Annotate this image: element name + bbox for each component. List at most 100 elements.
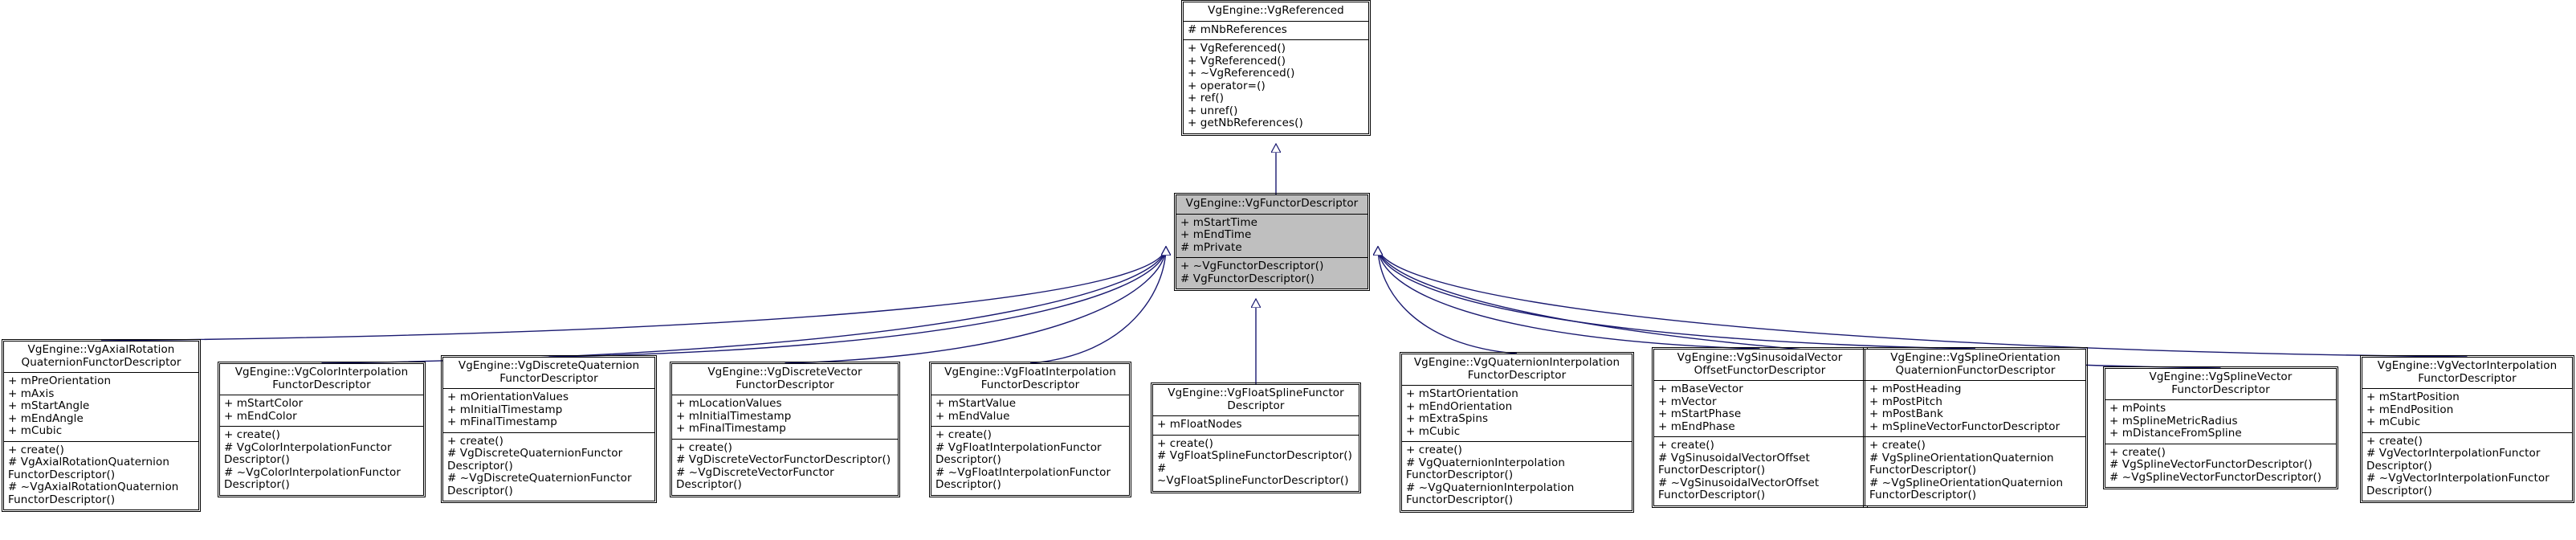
- class-node-vgreferenced[interactable]: VgEngine::VgReferenced# mNbReferences+ V…: [1181, 0, 1371, 136]
- class-attribute: + mVector: [1658, 395, 1717, 408]
- class-operation: + getNbReferences(): [1188, 117, 1303, 129]
- class-node-attributes: + mStartOrientation+ mEndOrientation+ mE…: [1402, 386, 1632, 442]
- inheritance-edge: [785, 247, 1167, 364]
- class-operation: # ~VgSinusoidalVectorOffset: [1658, 476, 1820, 489]
- class-node-title: VgEngine::VgReferenced: [1184, 2, 1368, 22]
- class-node-vgfloatinterpolation[interactable]: VgEngine::VgFloatInterpolation FunctorDe…: [929, 362, 1131, 497]
- class-operation: # ~VgFloatInterpolationFunctor: [935, 465, 1111, 479]
- class-node-vgsplinevector[interactable]: VgEngine::VgSplineVector FunctorDescript…: [2103, 366, 2338, 489]
- class-node-vgvectorinterpolation[interactable]: VgEngine::VgVectorInterpolation FunctorD…: [2360, 355, 2574, 503]
- inheritance-edge: [100, 247, 1166, 342]
- class-operation: # VgFloatSplineFunctorDescriptor(): [1157, 449, 1352, 462]
- class-operation: Descriptor(): [224, 453, 290, 466]
- class-node-vgaxialrotationquaternion[interactable]: VgEngine::VgAxialRotation QuaternionFunc…: [2, 339, 201, 512]
- class-attribute: + mInitialTimestamp: [447, 403, 563, 416]
- class-operation: + create(): [224, 428, 280, 441]
- class-operation: # VgDiscreteVectorFunctorDescriptor(): [676, 453, 891, 466]
- class-node-vgsplineorientationquaternion[interactable]: VgEngine::VgSplineOrientation Quaternion…: [1863, 347, 2088, 508]
- class-operation: FunctorDescriptor(): [8, 493, 116, 506]
- class-operation: + ~VgReferenced(): [1188, 67, 1295, 80]
- class-operation: + VgReferenced(): [1188, 54, 1286, 68]
- class-node-title: VgEngine::VgDiscreteQuaternion FunctorDe…: [443, 358, 654, 389]
- class-attribute: + mEndPosition: [2366, 403, 2454, 416]
- class-operation: Descriptor(): [447, 459, 513, 472]
- class-operation: # VgAxialRotationQuaternion: [8, 456, 170, 468]
- class-attribute: + mEndAngle: [8, 411, 84, 425]
- class-operation: + create(): [8, 443, 64, 456]
- class-operation: Descriptor(): [935, 453, 1001, 466]
- class-attribute: + mStartPhase: [1658, 407, 1742, 420]
- class-attribute: + mPreOrientation: [8, 374, 112, 387]
- class-attribute: # mNbReferences: [1188, 22, 1287, 36]
- class-attribute: + mSplineVectorFunctorDescriptor: [1869, 419, 2060, 433]
- class-operation: # ~VgQuaternionInterpolation: [1406, 481, 1575, 494]
- class-operation: + create(): [2366, 434, 2423, 448]
- class-attribute: + mSplineMetricRadius: [2109, 414, 2238, 428]
- class-node-operations: + ~VgFunctorDescriptor()# VgFunctorDescr…: [1176, 258, 1367, 288]
- class-operation: FunctorDescriptor(): [1406, 493, 1514, 506]
- class-attribute: + mCubic: [2366, 415, 2421, 428]
- class-operation: # VgColorInterpolationFunctor: [224, 440, 392, 454]
- class-operation: Descriptor(): [935, 478, 1001, 491]
- class-node-vgsinusoidalvectoroffset[interactable]: VgEngine::VgSinusoidalVector OffsetFunct…: [1652, 347, 1868, 508]
- class-node-operations: + VgReferenced()+ VgReferenced()+ ~VgRef…: [1184, 40, 1368, 133]
- class-operation: # VgFunctorDescriptor(): [1180, 272, 1315, 285]
- class-node-attributes: # mNbReferences: [1184, 22, 1368, 40]
- class-operation: FunctorDescriptor(): [1658, 464, 1766, 477]
- class-attribute: + mPoints: [2109, 402, 2166, 415]
- class-operation: + unref(): [1188, 104, 1238, 117]
- class-node-vgdiscretequaternion[interactable]: VgEngine::VgDiscreteQuaternion FunctorDe…: [441, 355, 657, 503]
- class-operation: Descriptor(): [224, 478, 290, 491]
- class-operation: + VgReferenced(): [1188, 42, 1286, 55]
- class-node-vgfloatspline[interactable]: VgEngine::VgFloatSplineFunctor Descripto…: [1151, 382, 1361, 493]
- class-attribute: # mPrivate: [1180, 240, 1242, 254]
- inheritance-edge: [1378, 247, 1976, 350]
- class-node-operations: + create()# VgVectorInterpolationFunctor…: [2362, 433, 2572, 501]
- class-operation: + operator=(): [1188, 79, 1266, 92]
- class-attribute: + mStartAngle: [8, 399, 90, 412]
- class-node-vgquaternioninterpolation[interactable]: VgEngine::VgQuaternionInterpolation Func…: [1400, 352, 1634, 513]
- class-node-title: VgEngine::VgSinusoidalVector OffsetFunct…: [1654, 350, 1865, 381]
- class-node-vgfunctordescriptor[interactable]: VgEngine::VgFunctorDescriptor+ mStartTim…: [1174, 193, 1370, 291]
- inheritance-edge: [548, 247, 1167, 358]
- class-operation: # VgFloatInterpolationFunctor: [935, 440, 1102, 454]
- inheritance-edge: [321, 247, 1167, 364]
- class-attribute: + mLocationValues: [676, 397, 782, 410]
- class-operation: # ~VgColorInterpolationFunctor: [224, 465, 401, 479]
- class-node-operations: + create()# VgDiscreteVectorFunctorDescr…: [672, 440, 898, 495]
- class-node-attributes: + mOrientationValues+ mInitialTimestamp+…: [443, 389, 654, 433]
- class-operation: + create(): [1869, 439, 1926, 452]
- class-operation: + create(): [447, 434, 503, 448]
- class-node-attributes: + mPostHeading+ mPostPitch+ mPostBank+ m…: [1865, 381, 2085, 437]
- class-attribute: + mInitialTimestamp: [676, 409, 792, 423]
- class-operation: # ~VgDiscreteQuaternionFunctor: [447, 472, 632, 485]
- class-node-title: VgEngine::VgSplineOrientation Quaternion…: [1865, 350, 2085, 381]
- class-operation: # VgDiscreteQuaternionFunctor: [447, 447, 623, 460]
- class-node-title: VgEngine::VgFloatSplineFunctor Descripto…: [1153, 385, 1359, 416]
- class-node-title: VgEngine::VgAxialRotation QuaternionFunc…: [4, 342, 198, 373]
- class-operation: FunctorDescriptor(): [8, 468, 116, 481]
- class-node-vgdiscretevector[interactable]: VgEngine::VgDiscreteVector FunctorDescri…: [670, 362, 900, 497]
- inheritance-edge: [1378, 247, 1518, 354]
- class-operation: FunctorDescriptor(): [1869, 464, 1977, 477]
- class-attribute: + mFloatNodes: [1157, 418, 1242, 431]
- class-attribute: + mAxis: [8, 387, 55, 400]
- inheritance-edge: [1378, 247, 2468, 358]
- class-attribute: + mPostPitch: [1869, 395, 1943, 408]
- class-node-attributes: + mStartValue+ mEndValue: [931, 395, 1129, 427]
- inheritance-edge: [1029, 247, 1166, 364]
- class-node-attributes: + mPoints+ mSplineMetricRadius+ mDistanc…: [2105, 400, 2336, 444]
- class-attribute: + mStartPosition: [2366, 391, 2460, 403]
- class-node-vgcolorinterpolation[interactable]: VgEngine::VgColorInterpolation FunctorDe…: [218, 362, 426, 497]
- class-attribute: + mDistanceFromSpline: [2109, 427, 2242, 440]
- class-node-operations: + create()# VgFloatSplineFunctorDescript…: [1153, 436, 1359, 491]
- inheritance-edge: [1378, 247, 1760, 350]
- class-node-title: VgEngine::VgDiscreteVector FunctorDescri…: [672, 364, 898, 395]
- class-attribute: + mStartColor: [224, 397, 304, 410]
